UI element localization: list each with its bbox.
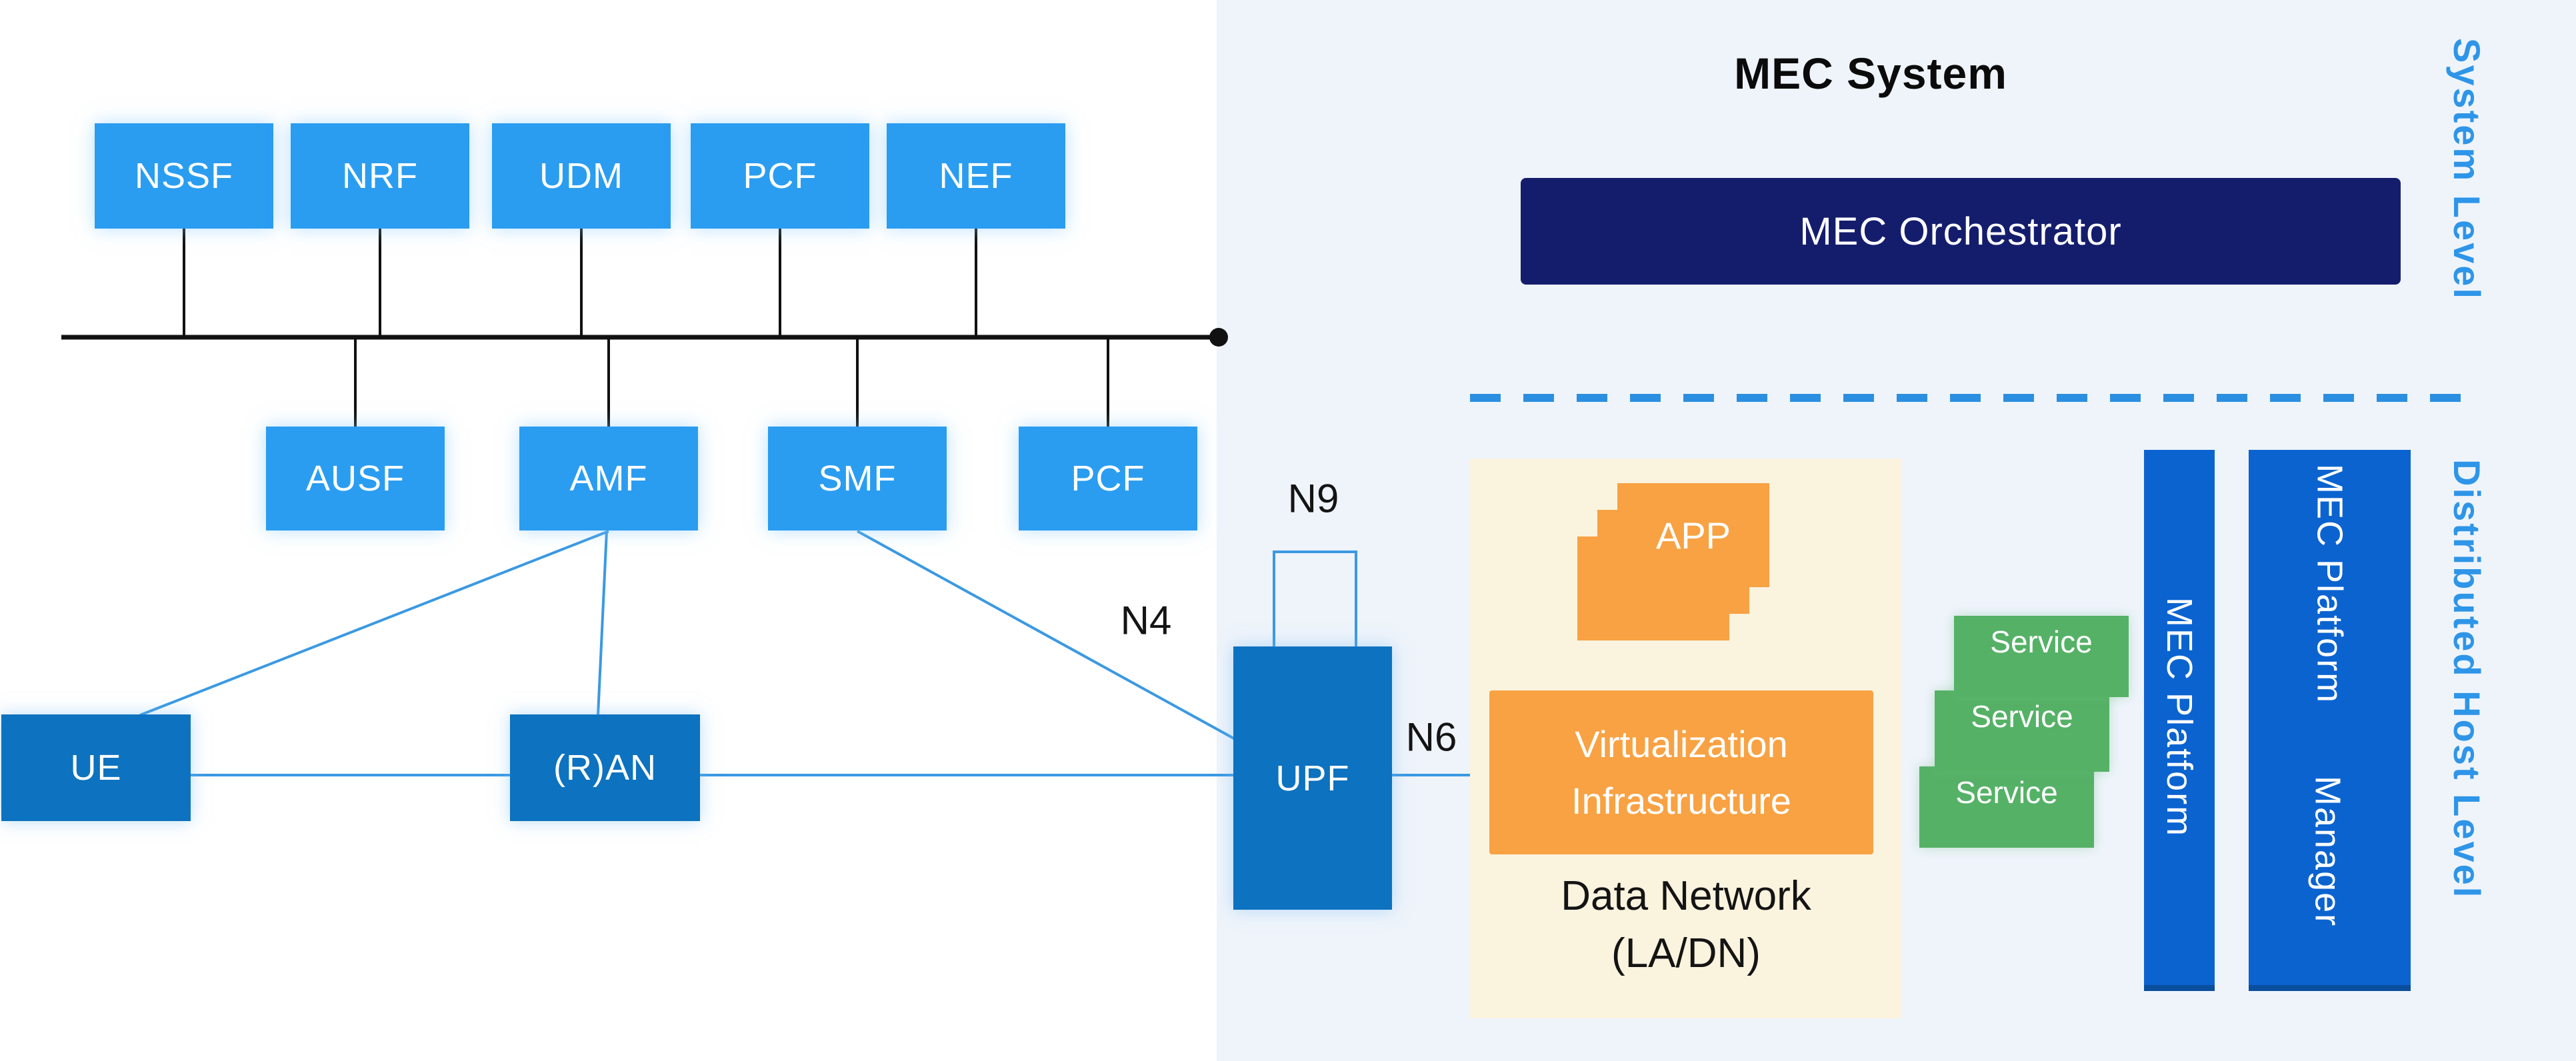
- virtualization-infrastructure-box: Virtualization Infrastructure: [1489, 690, 1873, 854]
- virtualization-line2: Infrastructure: [1571, 780, 1791, 822]
- mec-platform-manager-line2: Manager: [2307, 775, 2348, 927]
- nf-box-nrf: NRF: [291, 123, 469, 229]
- mec-system-title: MEC System: [1734, 49, 2007, 98]
- service-box-2: Service: [1935, 690, 2109, 772]
- nf-box-nssf: NSSF: [95, 123, 273, 229]
- nf-box-pcf-2: PCF: [1019, 427, 1197, 530]
- ue-box: UE: [1, 714, 191, 821]
- n9-interface-label: N9: [1287, 476, 1339, 521]
- data-network-line2: (LA/DN): [1611, 930, 1761, 976]
- service-box-1: Service: [1954, 616, 2129, 697]
- amf-ran-link: [597, 530, 608, 716]
- mec-platform-manager-line1: MEC Platform: [2309, 463, 2350, 704]
- n4-interface-label: N4: [1120, 598, 1172, 643]
- app-card-front: APP: [1617, 483, 1769, 587]
- nf-box-smf: SMF: [768, 427, 947, 530]
- upf-box: UPF: [1233, 646, 1392, 910]
- nf-box-pcf: PCF: [691, 123, 869, 229]
- ran-box: (R)AN: [510, 714, 700, 821]
- virtualization-line1: Virtualization: [1575, 723, 1788, 765]
- mec-platform-manager-bar: MEC Platform Manager: [2249, 450, 2411, 991]
- amf-ue-link: [139, 530, 609, 716]
- distributed-host-level-label: Distributed Host Level: [2446, 459, 2488, 900]
- nf-box-ausf: AUSF: [266, 427, 445, 530]
- nf-box-udm: UDM: [492, 123, 671, 229]
- nf-box-nef: NEF: [887, 123, 1065, 229]
- nf-box-amf: AMF: [519, 427, 698, 530]
- mec-orchestrator-box: MEC Orchestrator: [1521, 178, 2401, 285]
- smf-upf-n4-link: [857, 530, 1239, 742]
- mec-platform-label: MEC Platform: [2159, 597, 2199, 838]
- mec-platform-bar: MEC Platform: [2144, 450, 2215, 991]
- data-network-line1: Data Network: [1561, 873, 1811, 919]
- n6-interface-label: N6: [1405, 714, 1457, 760]
- system-level-label: System Level: [2446, 38, 2488, 301]
- service-box-3: Service: [1919, 766, 2094, 848]
- data-network-label: Data Network (LA/DN): [1470, 868, 1902, 982]
